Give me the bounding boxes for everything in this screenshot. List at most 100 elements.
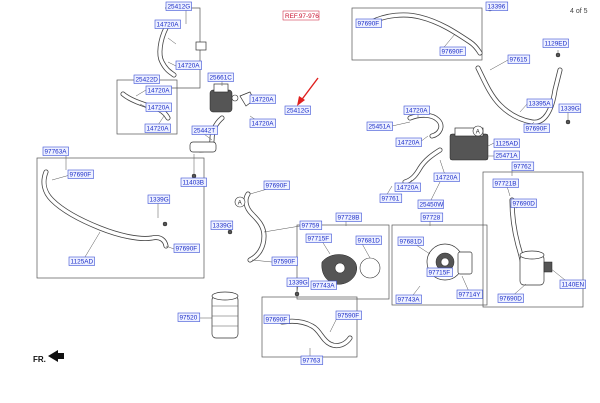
- heat-exchanger-icon: [449, 127, 489, 161]
- part-label-text: 25451A: [369, 124, 392, 131]
- part-label-97714y[interactable]: 97714Y: [456, 289, 483, 299]
- marker-a-right: A: [472, 125, 484, 137]
- part-label-97715f[interactable]: 97715F: [426, 267, 453, 277]
- part-label-97728b[interactable]: 97728B: [335, 212, 362, 222]
- part-label-1125ad[interactable]: 1125AD: [493, 138, 520, 148]
- part-label-97743a[interactable]: 97743A: [310, 280, 337, 290]
- part-label-14720a[interactable]: 14720A: [403, 105, 430, 115]
- frame-left-pipe: [36, 157, 205, 279]
- pipe-bottom: [279, 318, 353, 349]
- part-label-text: 11403B: [183, 180, 205, 187]
- part-label-text: 97714Y: [459, 292, 482, 299]
- part-label-1339g[interactable]: 1339G: [558, 103, 582, 113]
- part-label-97690f[interactable]: 97690F: [523, 123, 550, 133]
- part-label-text: 14720A: [398, 140, 421, 147]
- part-label-text: 13396: [488, 4, 506, 11]
- reference-label[interactable]: REF.97-976: [282, 10, 320, 21]
- part-label-1125ad[interactable]: 1125AD: [68, 256, 95, 266]
- page-indicator: 4 of 5: [570, 8, 588, 15]
- part-label-text: 1129ED: [545, 41, 568, 48]
- part-label-97759[interactable]: 97759: [299, 220, 323, 230]
- part-label-11403b[interactable]: 11403B: [180, 177, 207, 187]
- part-label-text: 25412G: [168, 4, 191, 11]
- part-label-97763[interactable]: 97763: [300, 355, 324, 365]
- part-label-14720a[interactable]: 14720A: [394, 182, 421, 192]
- part-label-14720a[interactable]: 14720A: [249, 94, 276, 104]
- part-label-text: 97715F: [429, 270, 451, 277]
- part-label-text: 97728B: [338, 215, 360, 222]
- part-label-text: 25412G: [287, 108, 310, 115]
- part-label-97721b[interactable]: 97721B: [492, 178, 519, 188]
- part-label-97590f[interactable]: 97590F: [335, 310, 362, 320]
- part-label-1339g[interactable]: 1339G: [210, 220, 234, 230]
- part-label-97690f[interactable]: 97690F: [355, 18, 382, 28]
- part-label-text: 97681D: [400, 239, 423, 246]
- part-labels: 25412G14720A14720A25422D14720A14720A1472…: [42, 1, 586, 365]
- part-label-97728[interactable]: 97728: [420, 212, 444, 222]
- part-label-text: 97690D: [500, 296, 523, 303]
- part-label-14720a[interactable]: 14720A: [175, 60, 202, 70]
- part-label-25422d[interactable]: 25422D: [133, 74, 160, 84]
- part-label-text: 1339G: [150, 197, 169, 204]
- part-label-14720a[interactable]: 14720A: [154, 19, 181, 29]
- part-label-text: 97743A: [313, 283, 336, 290]
- part-label-text: 25450W: [420, 202, 445, 209]
- part-label-97690f[interactable]: 97690F: [263, 314, 290, 324]
- part-label-text: 1339G: [289, 280, 308, 287]
- part-label-97690f[interactable]: 97690F: [173, 243, 200, 253]
- part-label-97590f[interactable]: 97590F: [271, 256, 298, 266]
- part-label-25412g[interactable]: 25412G: [284, 105, 311, 115]
- accumulator-icon: [519, 250, 553, 286]
- part-label-text: 14720A: [252, 121, 275, 128]
- svg-text:A: A: [476, 129, 480, 135]
- part-label-text: 97763: [303, 358, 321, 365]
- part-label-14720a[interactable]: 14720A: [145, 102, 172, 112]
- part-label-1339g[interactable]: 1339G: [286, 277, 310, 287]
- part-label-97690d[interactable]: 97690D: [497, 293, 524, 303]
- part-label-97690f[interactable]: 97690F: [439, 46, 466, 56]
- part-label-14720a[interactable]: 14720A: [144, 123, 171, 133]
- part-label-25450w[interactable]: 25450W: [417, 199, 445, 209]
- part-label-1339g[interactable]: 1339G: [147, 194, 171, 204]
- part-label-14720a[interactable]: 14720A: [145, 85, 172, 95]
- pipe-left-long: [41, 169, 169, 249]
- part-label-97520[interactable]: 97520: [177, 312, 201, 322]
- part-label-text: 97743A: [398, 297, 421, 304]
- part-label-25471a[interactable]: 25471A: [493, 150, 520, 160]
- part-label-text: 1140EN: [562, 282, 585, 289]
- part-label-97690f[interactable]: 97690F: [263, 180, 290, 190]
- part-label-text: 14720A: [148, 105, 171, 112]
- part-label-text: 97681D: [358, 238, 381, 245]
- part-label-97690d[interactable]: 97690D: [510, 198, 537, 208]
- part-label-97681d[interactable]: 97681D: [397, 236, 424, 246]
- hose-fitting-icon: [189, 141, 217, 153]
- pipe-right-upper: [475, 65, 563, 125]
- part-label-text: 97690F: [70, 172, 92, 179]
- part-label-1140en[interactable]: 1140EN: [559, 279, 586, 289]
- part-label-25412g[interactable]: 25412G: [165, 1, 192, 11]
- part-label-97615[interactable]: 97615: [507, 54, 531, 64]
- part-label-97681d[interactable]: 97681D: [355, 235, 382, 245]
- part-label-text: 1125AD: [496, 141, 519, 148]
- part-label-13396[interactable]: 13396: [485, 1, 509, 11]
- pipe-middle-2: [407, 112, 444, 139]
- part-label-14720a[interactable]: 14720A: [395, 137, 422, 147]
- part-label-97761[interactable]: 97761: [379, 193, 403, 203]
- part-label-text: 97690F: [442, 49, 464, 56]
- part-label-97763a[interactable]: 97763A: [42, 146, 69, 156]
- part-label-97743a[interactable]: 97743A: [395, 294, 422, 304]
- part-label-25451a[interactable]: 25451A: [366, 121, 393, 131]
- part-label-25661c[interactable]: 25661C: [207, 72, 234, 82]
- part-label-14720a[interactable]: 14720A: [249, 118, 276, 128]
- part-label-25442t[interactable]: 25442T: [191, 125, 218, 135]
- part-label-1129ed[interactable]: 1129ED: [542, 38, 569, 48]
- part-label-13395a[interactable]: 13395A: [526, 98, 553, 108]
- part-label-97690f[interactable]: 97690F: [67, 169, 94, 179]
- pipe-middle-3: [402, 147, 443, 185]
- part-label-97762[interactable]: 97762: [511, 161, 535, 171]
- part-label-97715f[interactable]: 97715F: [305, 233, 332, 243]
- part-label-text: 97762: [514, 164, 532, 171]
- part-label-text: 14720A: [436, 175, 459, 182]
- part-label-text: 14720A: [406, 108, 429, 115]
- part-label-14720a[interactable]: 14720A: [433, 172, 460, 182]
